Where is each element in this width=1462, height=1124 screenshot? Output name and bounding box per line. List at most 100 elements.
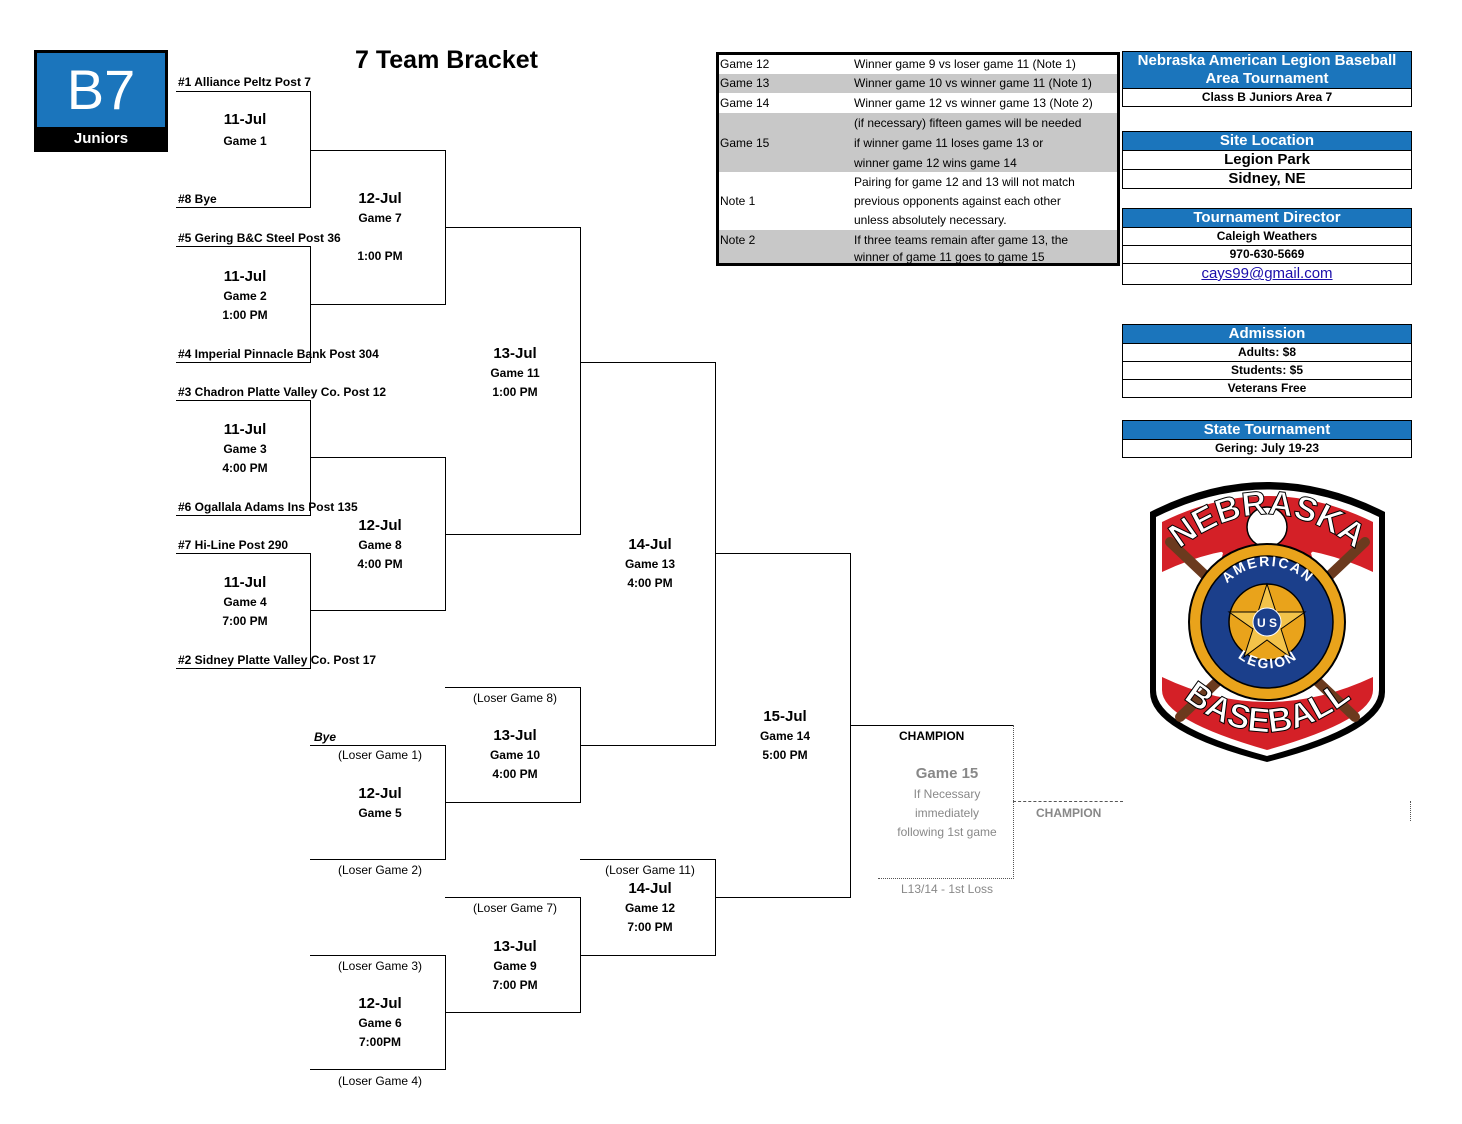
org-class: Class B Juniors Area 7: [1123, 88, 1411, 106]
team-seed-2: #2 Sidney Platte Valley Co. Post 17: [178, 653, 377, 667]
game3-date: 11-Jul: [223, 421, 267, 438]
bye-label: Bye: [314, 730, 337, 744]
note-text: Pairing for game 12 and 13 will not matc…: [854, 175, 1075, 189]
game14-time: 5:00 PM: [762, 748, 808, 762]
game6-date: 12-Jul: [358, 995, 402, 1012]
game14-date: 15-Jul: [763, 708, 807, 725]
game13-time: 4:00 PM: [627, 576, 673, 590]
note-text: If three teams remain after game 13, the: [854, 233, 1069, 247]
game2-time: 1:00 PM: [222, 308, 268, 322]
team-seed-1: #1 Alliance Peltz Post 7: [178, 75, 311, 89]
note-text: if winner game 11 loses game 13 or: [854, 136, 1044, 150]
admission-box: Admission Adults: $8 Students: $5 Vetera…: [1122, 324, 1412, 398]
game11-time: 1:00 PM: [492, 385, 538, 399]
game8-time: 4:00 PM: [357, 557, 403, 571]
org-name: Nebraska American Legion Baseball: [1123, 52, 1411, 70]
note-text: Winner game 12 vs winner game 13 (Note 2…: [854, 96, 1093, 110]
game9-time: 7:00 PM: [492, 978, 538, 992]
game15-line1: If Necessary: [913, 787, 981, 801]
game1-date: 11-Jul: [223, 111, 267, 128]
team-seed-3: #3 Chadron Platte Valley Co. Post 12: [178, 385, 387, 399]
game4-date: 11-Jul: [223, 574, 267, 591]
game13-date: 14-Jul: [628, 536, 672, 553]
admission-students: Students: $5: [1123, 361, 1411, 379]
loser-game8: (Loser Game 8): [472, 691, 558, 705]
game6-time: 7:00PM: [358, 1035, 402, 1049]
state-box: State Tournament Gering: July 19-23: [1122, 420, 1412, 458]
admission-veterans: Veterans Free: [1123, 379, 1411, 397]
note-text: winner game 12 wins game 14: [854, 156, 1017, 170]
director-name: Caleigh Weathers: [1123, 227, 1411, 245]
champion-final-label: CHAMPION: [1036, 806, 1102, 820]
game15-line2: immediately: [914, 806, 980, 820]
game7-name: Game 7: [358, 211, 402, 225]
game15-name: Game 15: [915, 765, 979, 782]
game7-time: 1:00 PM: [357, 249, 403, 263]
game15-line3: following 1st game: [897, 825, 997, 839]
admission-heading: Admission: [1123, 325, 1411, 343]
note-text: unless absolutely necessary.: [854, 213, 1007, 227]
team-seed-5: #5 Gering B&C Steel Post 36: [178, 231, 341, 245]
site-venue: Legion Park: [1123, 150, 1411, 169]
director-heading: Tournament Director: [1123, 209, 1411, 227]
game2-date: 11-Jul: [223, 268, 267, 285]
game10-name: Game 10: [489, 748, 541, 762]
loser-game2: (Loser Game 2): [337, 863, 423, 877]
game10-date: 13-Jul: [493, 727, 537, 744]
game12-time: 7:00 PM: [627, 920, 673, 934]
note-key: Note 2: [720, 233, 756, 247]
state-dates: Gering: July 19-23: [1123, 439, 1411, 457]
game8-name: Game 8: [358, 538, 402, 552]
game14-name: Game 14: [759, 729, 811, 743]
division-badge: B7 Juniors: [34, 50, 168, 152]
game9-date: 13-Jul: [493, 938, 537, 955]
game7-date: 12-Jul: [358, 190, 402, 207]
site-city: Sidney, NE: [1123, 169, 1411, 188]
team-seed-7: #7 Hi-Line Post 290: [178, 538, 289, 552]
team-seed-4: #4 Imperial Pinnacle Bank Post 304: [178, 347, 379, 361]
note-key: Game 13: [720, 76, 770, 90]
loser-game3: (Loser Game 3): [337, 959, 423, 973]
loser-game11: (Loser Game 11): [605, 863, 695, 877]
game12-name: Game 12: [624, 901, 676, 915]
nebraska-legion-baseball-logo: U S AMERICAN LEGION NEBRASKA BASEBALL: [1150, 482, 1385, 762]
org-box: Nebraska American Legion Baseball Area T…: [1122, 51, 1412, 107]
org-event: Area Tournament: [1123, 70, 1411, 88]
note-key: Game 15: [720, 136, 770, 150]
loss-note: L13/14 - 1st Loss: [900, 882, 994, 896]
badge-code: B7: [37, 53, 165, 127]
game1-name: Game 1: [223, 134, 267, 148]
game10-time: 4:00 PM: [492, 767, 538, 781]
note-key: Game 14: [720, 96, 770, 110]
director-email-link[interactable]: cays99@gmail.com: [1123, 263, 1411, 284]
site-heading: Site Location: [1123, 132, 1411, 150]
note-text: winner of game 11 goes to game 15: [854, 250, 1045, 264]
note-text: Winner game 9 vs loser game 11 (Note 1): [854, 57, 1076, 71]
game12-date: 14-Jul: [628, 880, 672, 897]
site-box: Site Location Legion Park Sidney, NE: [1122, 131, 1412, 189]
team-seed-8: #8 Bye: [178, 192, 217, 206]
admission-adults: Adults: $8: [1123, 343, 1411, 361]
game2-name: Game 2: [223, 289, 267, 303]
champion-label: CHAMPION: [899, 729, 965, 743]
game11-date: 13-Jul: [493, 345, 537, 362]
state-heading: State Tournament: [1123, 421, 1411, 439]
game8-date: 12-Jul: [358, 517, 402, 534]
game11-name: Game 11: [490, 366, 540, 380]
note-text: previous opponents against each other: [854, 194, 1061, 208]
game3-time: 4:00 PM: [222, 461, 268, 475]
game5-date: 12-Jul: [358, 785, 402, 802]
loser-game1: (Loser Game 1): [337, 748, 423, 762]
page-title: 7 Team Bracket: [355, 46, 538, 74]
loser-game7: (Loser Game 7): [472, 901, 558, 915]
note-text: Winner game 10 vs winner game 11 (Note 1…: [854, 76, 1092, 90]
director-box: Tournament Director Caleigh Weathers 970…: [1122, 208, 1412, 285]
game5-name: Game 5: [358, 806, 402, 820]
note-key: Note 1: [720, 194, 756, 208]
game4-name: Game 4: [223, 595, 267, 609]
game13-name: Game 13: [624, 557, 676, 571]
director-phone: 970-630-5669: [1123, 245, 1411, 263]
team-seed-6: #6 Ogallala Adams Ins Post 135: [178, 500, 358, 514]
game6-name: Game 6: [358, 1016, 402, 1030]
